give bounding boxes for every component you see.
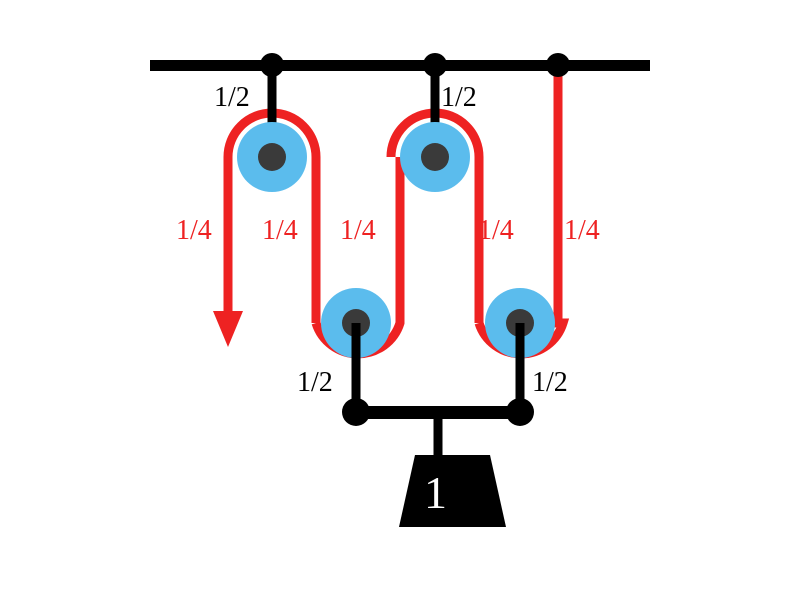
fixed-pulley-1 (237, 122, 307, 192)
fixed-pulley-1-hub (258, 143, 286, 171)
load-bar-right-dot (506, 398, 534, 426)
pull-direction-arrowhead (213, 311, 243, 347)
anchor-right-dot (546, 53, 570, 77)
weight-block (399, 455, 506, 527)
load-bar-left-dot (342, 398, 370, 426)
load-assembly (342, 323, 534, 527)
ceiling-group (150, 53, 650, 77)
ceiling-beam (150, 60, 650, 71)
fixed-pulley-2 (400, 122, 470, 192)
fixed-pulley-2-hub (421, 143, 449, 171)
